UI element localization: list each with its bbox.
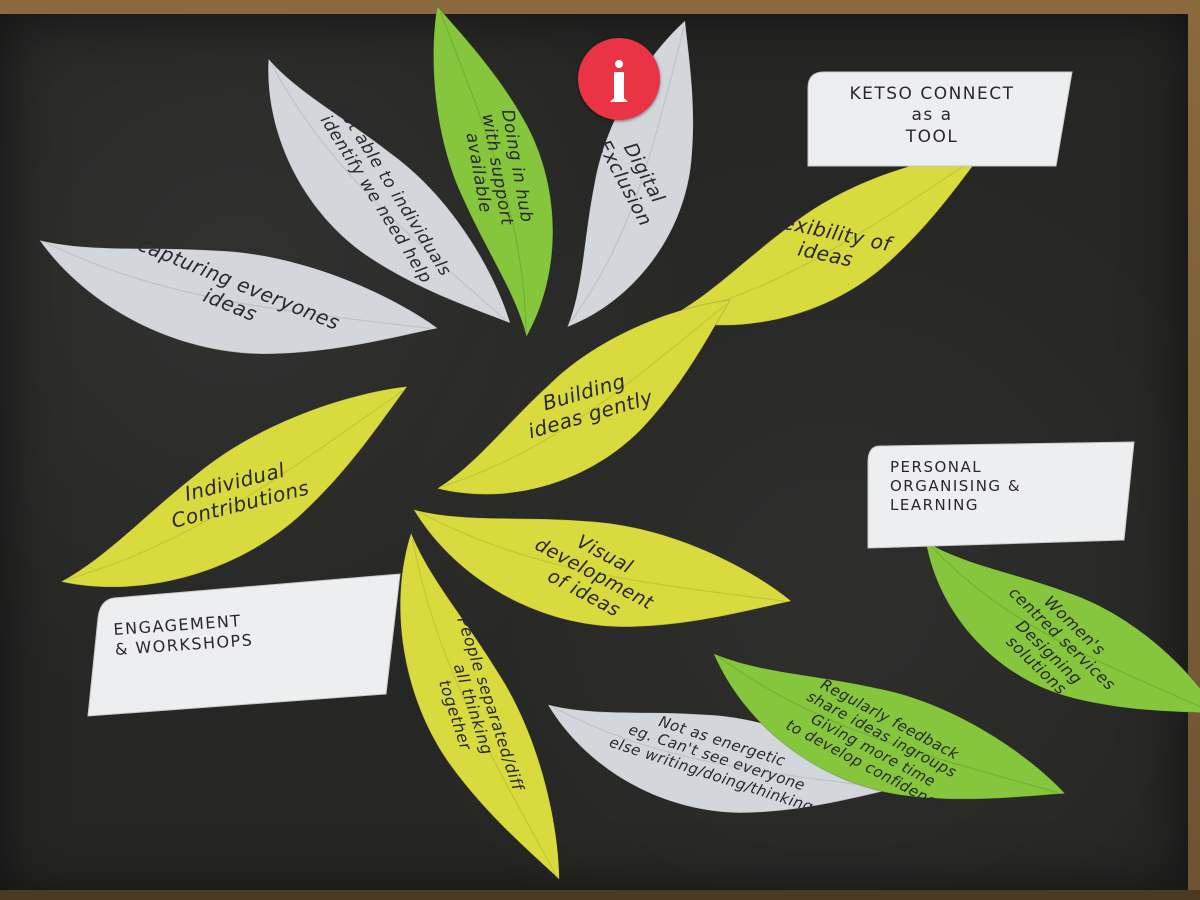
leaf-shape (267, 57, 511, 324)
leaf-shape (436, 299, 731, 495)
leaf-not-able: Not able to individuals identify we need… (224, 13, 525, 387)
leaf-regularly-feedback: Regularly feedback share ideas ingroups … (683, 580, 1077, 896)
leaf-shape (925, 539, 1200, 714)
leaf-shape (412, 508, 793, 628)
leaf-digital-exclusion: Digital Exclusion (500, 9, 781, 355)
leaf-womens: Women's centred services Designing solut… (888, 476, 1200, 804)
card-text: PERSONAL ORGANISING & LEARNING (890, 458, 1022, 514)
label-card-personal: PERSONAL ORGANISING & LEARNING (862, 440, 1138, 550)
label-card-ketso: KETSO CONNECT as a TOOL (802, 68, 1078, 172)
info-badge (578, 38, 660, 120)
card-shape (867, 441, 1135, 549)
card-text: KETSO CONNECT as a TOOL (849, 84, 1015, 147)
leaf-capturing: capturing everyones ideas (17, 161, 448, 440)
leaf-shape (432, 4, 553, 338)
leaf-doing-in-hub: Doing in hub with support available (422, 0, 572, 347)
leaf-building: Building ideas gently (403, 284, 776, 536)
leaf-shape (566, 19, 694, 328)
info-icon (610, 60, 628, 102)
label-card-engagement: ENGAGEMENT & WORKSHOPS (84, 572, 404, 718)
leaf-visual: Visual development of ideas (388, 429, 801, 716)
leaf-individual: Individual Contributions (30, 371, 450, 630)
leaf-shape (38, 238, 439, 354)
leaf-shape (59, 385, 409, 588)
leaf-people-separated: People separated/diff all thinking toget… (366, 511, 574, 900)
leaf-shape (712, 652, 1067, 800)
card-shape (807, 71, 1073, 167)
table-edge (0, 890, 1200, 900)
card-shape (87, 573, 401, 717)
leaf-shape (399, 531, 560, 881)
